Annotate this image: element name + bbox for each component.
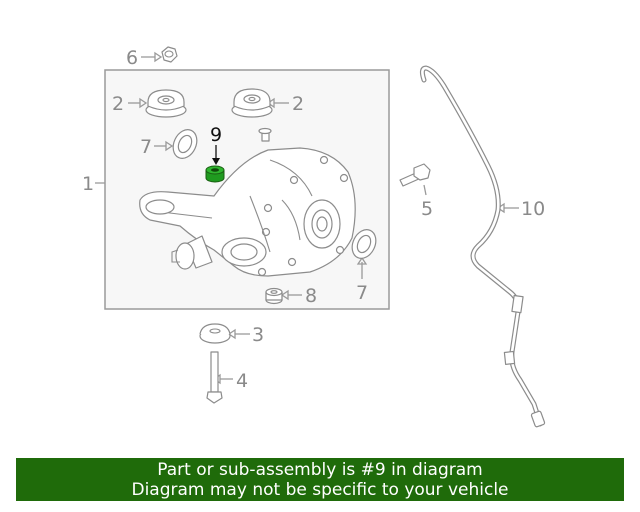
part-5-bolt[interactable] (399, 163, 431, 187)
callout-5[interactable]: 5 (421, 198, 433, 220)
callout-9[interactable]: 9 (210, 124, 222, 146)
info-banner: Part or sub-assembly is #9 in diagram Di… (16, 458, 624, 501)
banner-line-1: Part or sub-assembly is #9 in diagram (157, 459, 483, 480)
part-8-bushing[interactable] (265, 287, 283, 305)
callout-6[interactable]: 6 (126, 47, 138, 69)
callout-4[interactable]: 4 (236, 370, 248, 392)
callout-8[interactable]: 8 (305, 285, 317, 307)
part-10-vent-tube[interactable] (419, 65, 546, 428)
part-4-bolt[interactable] (206, 351, 223, 404)
part-9-nut-highlighted[interactable] (205, 165, 225, 183)
part-7-right-seal[interactable] (348, 226, 381, 262)
part-2-left-bushing[interactable] (145, 89, 187, 118)
callout-2-right[interactable]: 2 (292, 93, 304, 115)
banner-line-2: Diagram may not be specific to your vehi… (131, 479, 509, 500)
part-2-right-bushing[interactable] (231, 88, 273, 118)
part-6-nut[interactable] (161, 46, 178, 63)
callout-3[interactable]: 3 (252, 324, 264, 346)
parts-diagram: 1 6 2 2 7 9 (82, 46, 546, 428)
callout-7-left[interactable]: 7 (140, 136, 152, 158)
callout-7-right[interactable]: 7 (356, 282, 368, 304)
part-3-washer[interactable] (199, 323, 231, 344)
callout-1[interactable]: 1 (82, 173, 94, 195)
part-7-left-seal[interactable] (169, 126, 202, 162)
callout-10[interactable]: 10 (521, 198, 545, 220)
callout-2-left[interactable]: 2 (112, 93, 124, 115)
differential-housing[interactable] (139, 127, 356, 277)
